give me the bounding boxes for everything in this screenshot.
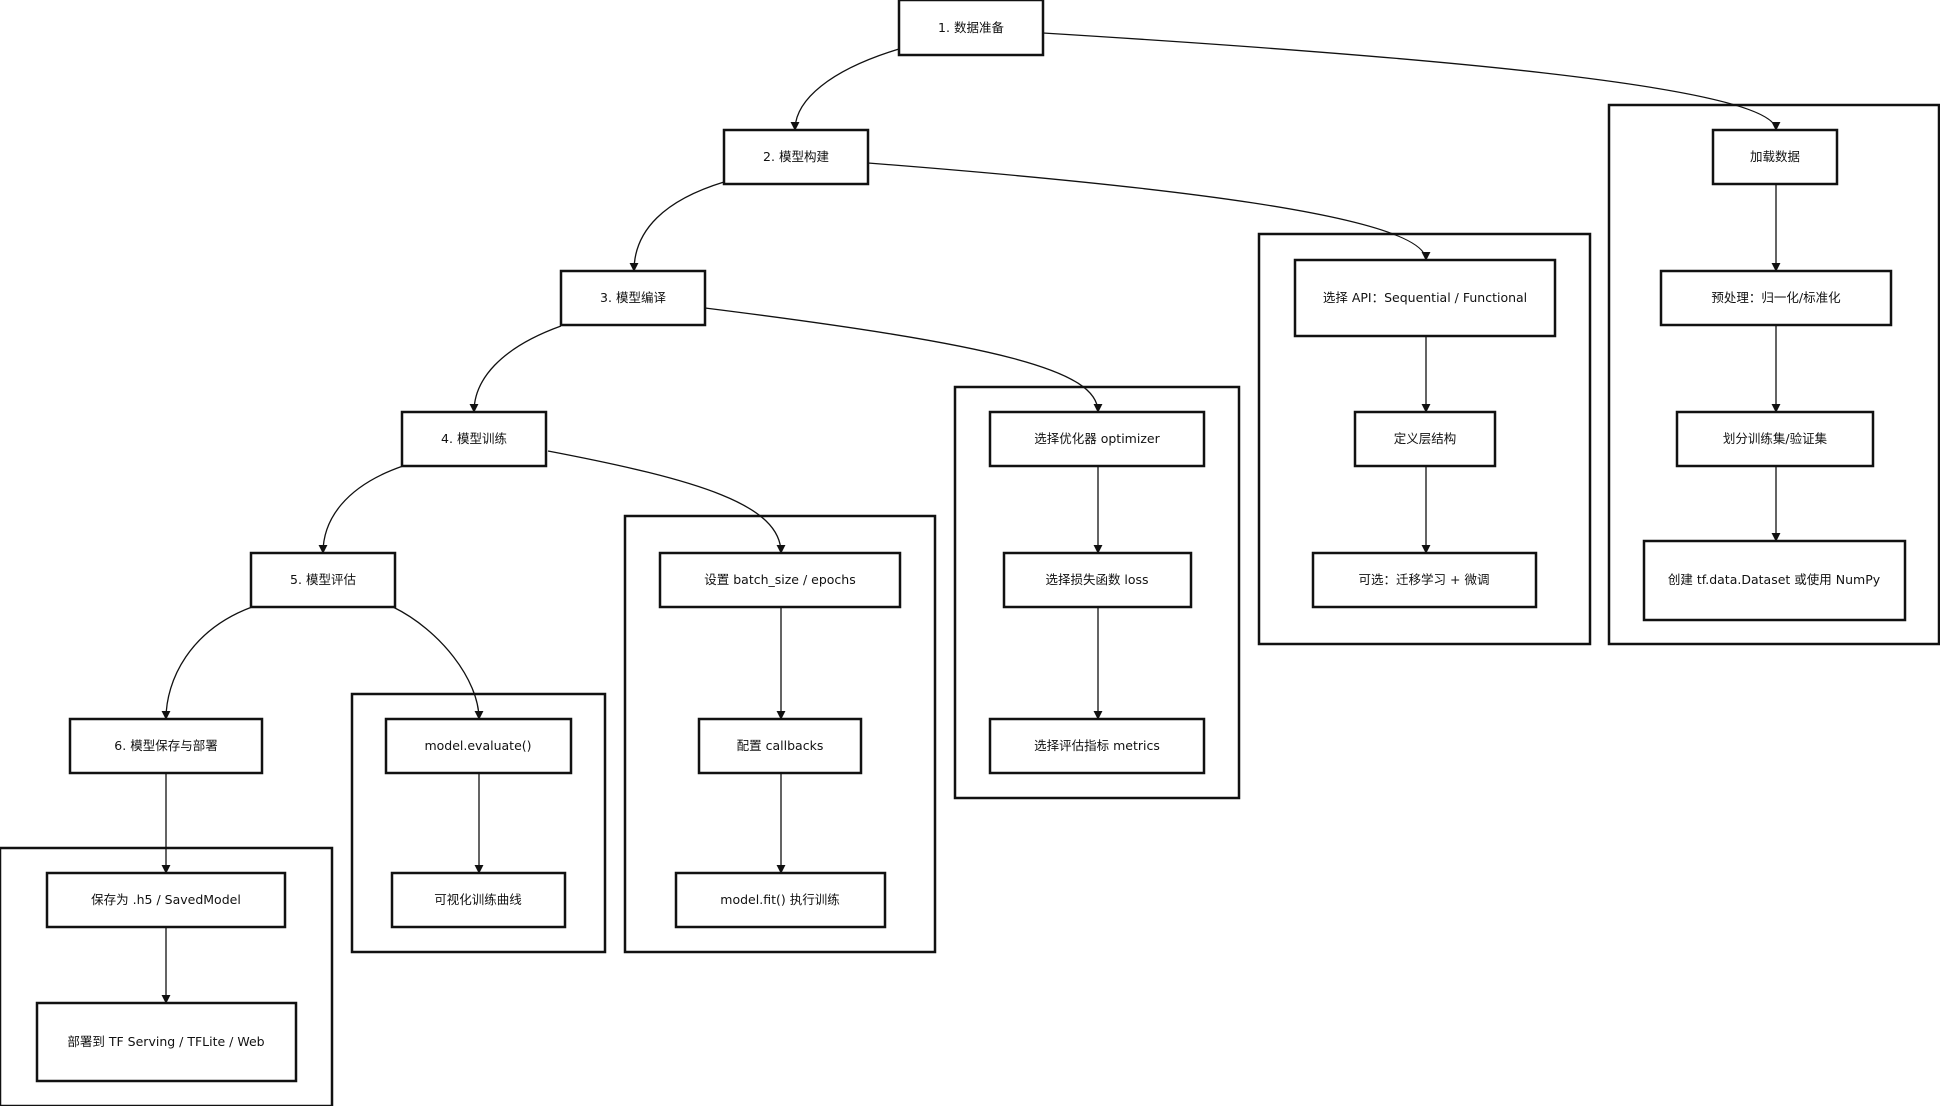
node-batch-epochs-label: 设置 batch_size / epochs [704,572,856,587]
node-define-layers-label: 定义层结构 [1394,431,1457,446]
group-model-evaluation [350,692,607,954]
node-step-3[interactable]: 3. 模型编译 [559,269,707,327]
node-transfer-learning-label: 可选：迁移学习 + 微调 [1359,572,1490,587]
node-save-model[interactable]: 保存为 .h5 / SavedModel [45,871,287,929]
node-model-evaluate[interactable]: model.evaluate() [384,717,573,775]
node-step-6[interactable]: 6. 模型保存与部署 [68,717,264,775]
node-load-data-label: 加载数据 [1750,149,1800,164]
edge-step3-optimizer [704,307,1103,413]
edge-step4-step5 [318,465,404,554]
edge-step1-step2 [790,48,900,131]
node-step-4-label: 4. 模型训练 [441,431,507,446]
group-model-training [623,514,937,954]
node-training-curves[interactable]: 可视化训练曲线 [390,871,567,929]
node-step-6-label: 6. 模型保存与部署 [114,738,217,753]
node-step-3-label: 3. 模型编译 [600,290,666,305]
edge-step2-api [867,162,1431,261]
node-loss-label: 选择损失函数 loss [1045,572,1148,587]
node-model-evaluate-label: model.evaluate() [424,738,531,753]
node-callbacks-label: 配置 callbacks [737,738,824,753]
group-model-building [1257,232,1592,646]
edge-step1-load [1042,32,1781,131]
node-metrics-label: 选择评估指标 metrics [1034,738,1160,753]
edge-step3-step4 [469,325,562,413]
node-dataset[interactable]: 创建 tf.data.Dataset 或使用 NumPy [1642,539,1907,622]
node-dataset-label: 创建 tf.data.Dataset 或使用 NumPy [1668,572,1881,587]
node-step-2-label: 2. 模型构建 [763,149,829,164]
node-load-data[interactable]: 加载数据 [1711,128,1839,186]
node-callbacks[interactable]: 配置 callbacks [697,717,863,775]
node-loss[interactable]: 选择损失函数 loss [1002,551,1193,609]
node-model-fit[interactable]: model.fit() 执行训练 [674,871,887,929]
edge-step2-step3 [629,181,725,272]
node-split-label: 划分训练集/验证集 [1723,431,1828,446]
group-data-preparation [1607,103,1940,646]
edge-step4-batch [547,450,786,554]
node-define-layers[interactable]: 定义层结构 [1353,410,1497,468]
node-step-5[interactable]: 5. 模型评估 [249,551,397,609]
group-model-compile [953,385,1241,800]
node-step-1-label: 1. 数据准备 [938,20,1004,35]
node-step-5-label: 5. 模型评估 [290,572,356,587]
edge-step5-evaluate [392,606,484,720]
node-optimizer-label: 选择优化器 optimizer [1034,431,1160,446]
node-save-model-label: 保存为 .h5 / SavedModel [91,892,241,907]
node-step-2[interactable]: 2. 模型构建 [722,128,870,186]
node-split[interactable]: 划分训练集/验证集 [1675,410,1875,468]
edges [161,32,1781,1004]
node-step-4[interactable]: 4. 模型训练 [400,410,548,468]
node-model-fit-label: model.fit() 执行训练 [720,892,840,907]
node-transfer-learning[interactable]: 可选：迁移学习 + 微调 [1311,551,1538,609]
node-metrics[interactable]: 选择评估指标 metrics [988,717,1206,775]
node-select-api[interactable]: 选择 API：Sequential / Functional [1293,258,1557,338]
node-preprocess-label: 预处理：归一化/标准化 [1711,290,1841,305]
node-training-curves-label: 可视化训练曲线 [434,892,522,907]
node-optimizer[interactable]: 选择优化器 optimizer [988,410,1206,468]
edge-step5-step6 [161,606,253,720]
node-batch-epochs[interactable]: 设置 batch_size / epochs [658,551,902,609]
node-step-1[interactable]: 1. 数据准备 [897,0,1045,57]
node-preprocess[interactable]: 预处理：归一化/标准化 [1659,269,1893,327]
node-select-api-label: 选择 API：Sequential / Functional [1323,290,1527,305]
node-deploy-label: 部署到 TF Serving / TFLite / Web [67,1034,264,1049]
node-deploy[interactable]: 部署到 TF Serving / TFLite / Web [35,1001,298,1083]
